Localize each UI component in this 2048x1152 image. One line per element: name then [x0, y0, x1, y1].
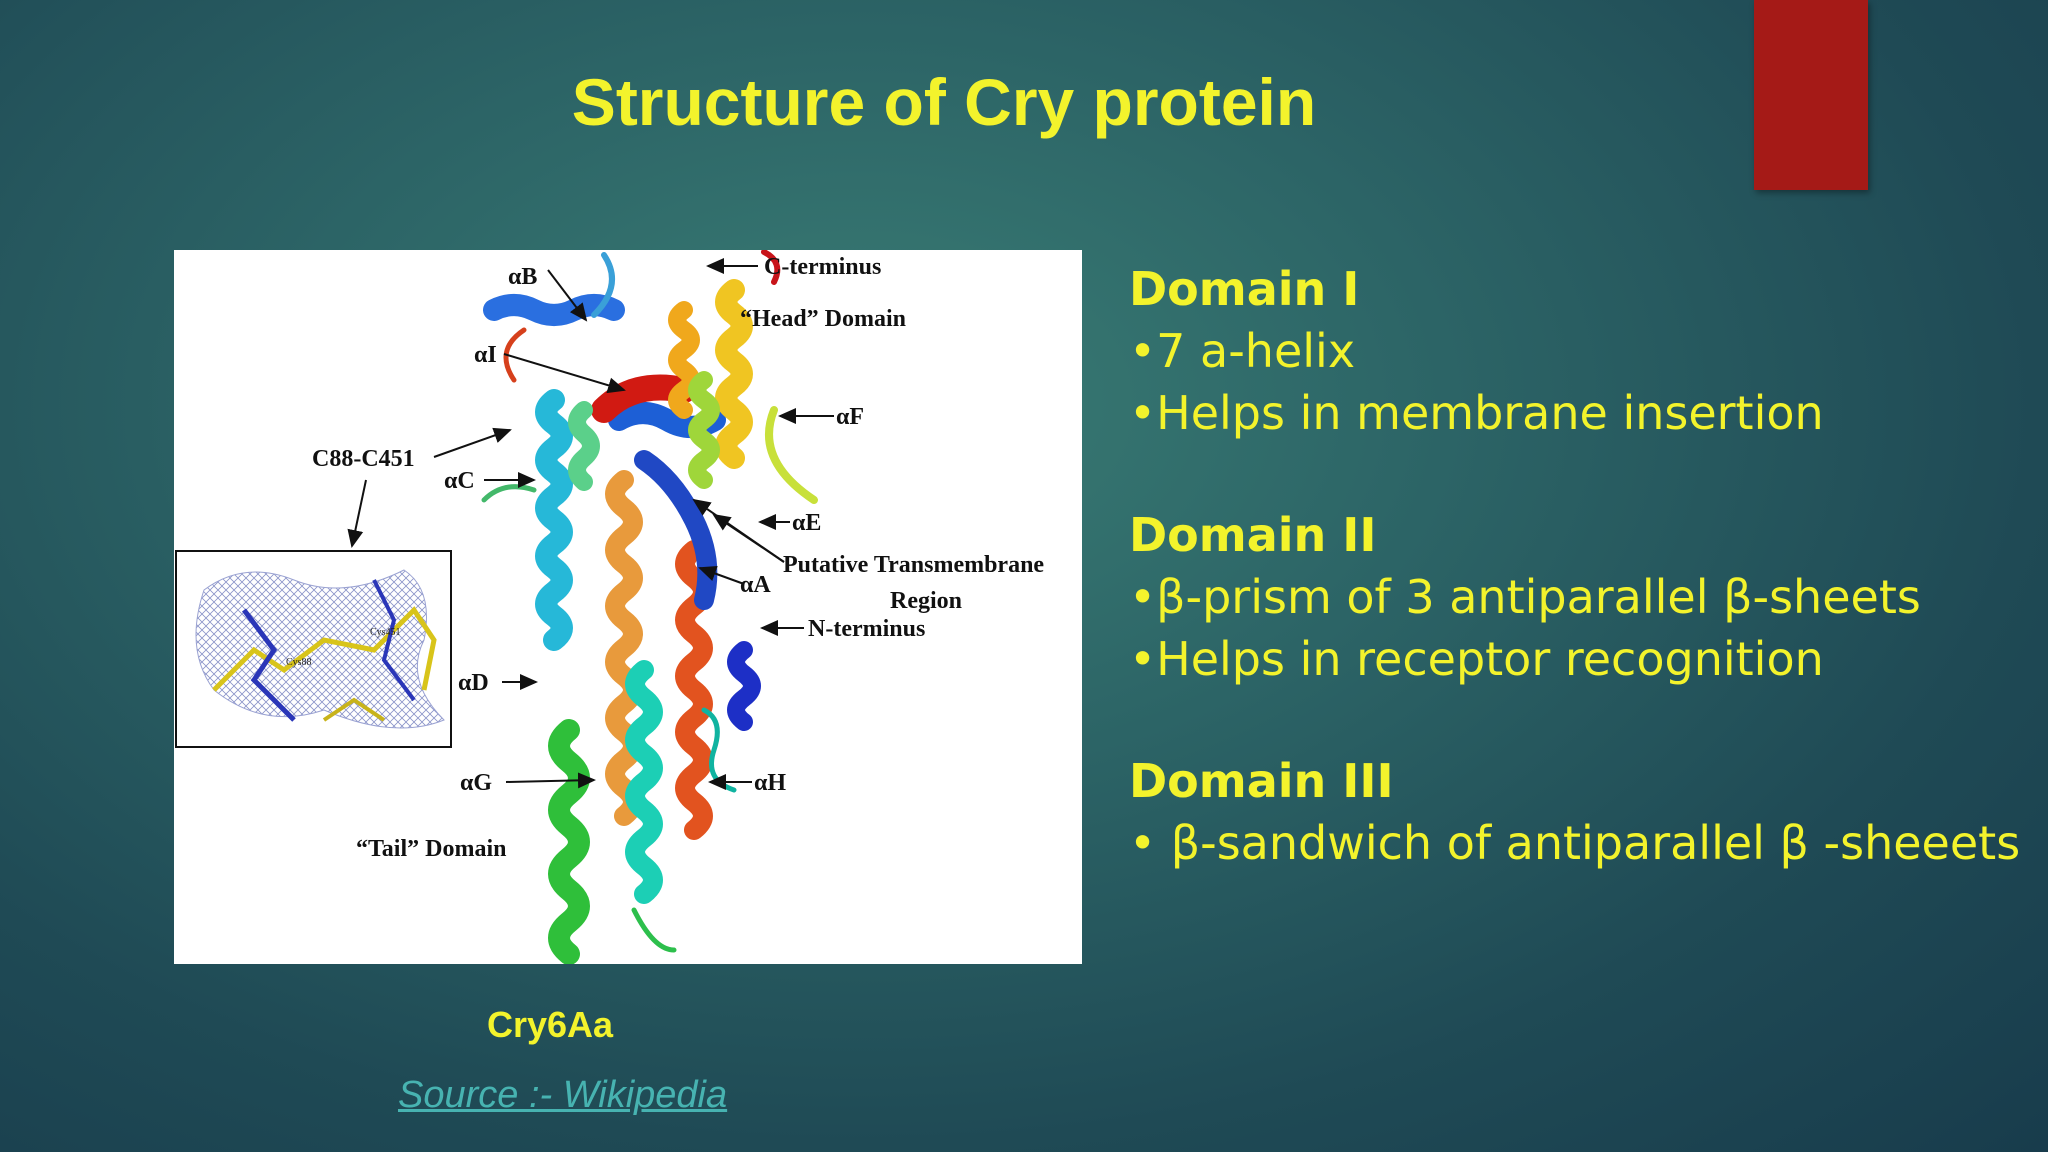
alpha-d-label: αD: [458, 670, 489, 696]
c88-c451-label: C88-C451: [312, 446, 415, 472]
tail-domain-label: “Tail” Domain: [356, 836, 506, 862]
alpha-h-label: αH: [754, 770, 786, 796]
n-terminus-label: N-terminus: [808, 616, 925, 642]
domain-1-block: Domain I •7 a-helix •Helps in membrane i…: [1129, 258, 2029, 444]
source-link[interactable]: Source :- Wikipedia: [398, 1074, 728, 1116]
region-label: Region: [890, 588, 962, 614]
protein-structure-figure: Cys451 Cys88 C-terminus “Head” Domain αB…: [174, 250, 1082, 964]
slide-title: Structure of Cry protein: [571, 65, 1317, 139]
domain-2-bullet-2: •Helps in receptor recognition: [1129, 632, 1824, 686]
cys451-label: Cys451: [370, 627, 401, 638]
cys88-label: Cys88: [286, 657, 312, 668]
domain-2-heading: Domain II: [1129, 508, 1377, 562]
density-map-inset: Cys451 Cys88: [175, 550, 452, 748]
domain-3-bullet-1: • β-sandwich of antiparallel β -sheeets: [1129, 816, 2021, 870]
domain-3-heading: Domain III: [1129, 754, 1394, 808]
alpha-b-label: αB: [508, 264, 537, 290]
domain-list: Domain I •7 a-helix •Helps in membrane i…: [1129, 258, 2029, 934]
helix-ribbons: [481, 250, 818, 964]
domain-3-block: Domain III • β-sandwich of antiparallel …: [1129, 750, 2029, 874]
c-terminus-label: C-terminus: [764, 254, 881, 280]
alpha-e-label: αE: [792, 510, 821, 536]
head-domain-label: “Head” Domain: [740, 306, 906, 332]
alpha-a-label: αA: [740, 572, 771, 598]
putative-transmembrane-label: Putative Transmembrane: [783, 552, 1044, 578]
protein-ribbon-diagram: Cys451 Cys88 C-terminus “Head” Domain αB…: [175, 250, 1044, 964]
domain-2-bullet-1: •β-prism of 3 antiparallel β-sheets: [1129, 570, 1921, 624]
domain-1-bullet-2: •Helps in membrane insertion: [1129, 386, 1824, 440]
figure-caption: Cry6Aa: [486, 1004, 614, 1045]
alpha-f-label: αF: [836, 404, 864, 430]
alpha-i-label: αI: [474, 342, 497, 368]
domain-1-heading: Domain I: [1129, 262, 1360, 316]
alpha-c-label: αC: [444, 468, 475, 494]
domain-1-bullet-1: •7 a-helix: [1129, 324, 1356, 378]
red-accent-tab: [1754, 0, 1868, 190]
alpha-g-label: αG: [460, 770, 492, 796]
label-arrows: [347, 258, 834, 790]
domain-2-block: Domain II •β-prism of 3 antiparallel β-s…: [1129, 504, 2029, 690]
